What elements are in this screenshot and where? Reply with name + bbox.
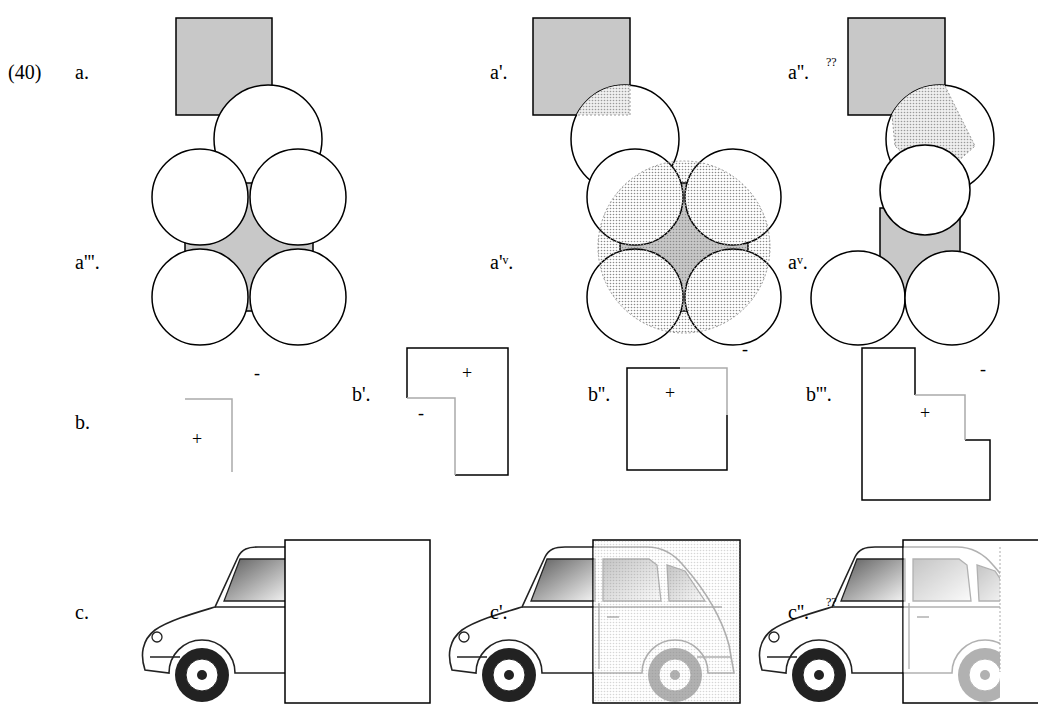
item-label: b'''. (806, 384, 832, 404)
item-label: a'ᵛ. (490, 252, 513, 272)
item-label: a''. (788, 62, 809, 82)
side-sign: - (742, 340, 748, 358)
corner-fragment (185, 399, 232, 472)
item-label: b. (75, 412, 90, 432)
side-sign: - (254, 364, 260, 382)
item-label: a'. (490, 62, 507, 82)
stepped-shape (862, 348, 990, 500)
item-label: b''. (588, 384, 610, 404)
car-completion (449, 540, 740, 703)
item-label: aᵛ. (788, 252, 808, 272)
item-label: c'. (490, 602, 507, 622)
four-circles-circle-completion (587, 149, 781, 345)
judgment-mark: ?? (826, 596, 837, 608)
side-sign: + (665, 384, 675, 402)
four-circles (152, 149, 346, 345)
square-shape (627, 368, 727, 470)
judgment-mark: ?? (826, 56, 837, 68)
three-circles (811, 145, 999, 345)
concave-shape (407, 348, 508, 475)
side-sign: + (192, 430, 202, 448)
item-label: a. (75, 62, 89, 82)
side-sign: + (920, 404, 930, 422)
side-sign: + (462, 364, 472, 382)
car-truncated-completion (759, 540, 1038, 703)
item-label: c. (75, 602, 89, 622)
example-number: (40) (8, 62, 41, 82)
side-sign: - (980, 360, 986, 378)
item-label: b'. (352, 384, 371, 404)
item-label: a'''. (75, 252, 100, 272)
item-label: c''. (788, 602, 809, 622)
car-occluded (142, 540, 430, 703)
side-sign: - (418, 404, 424, 422)
